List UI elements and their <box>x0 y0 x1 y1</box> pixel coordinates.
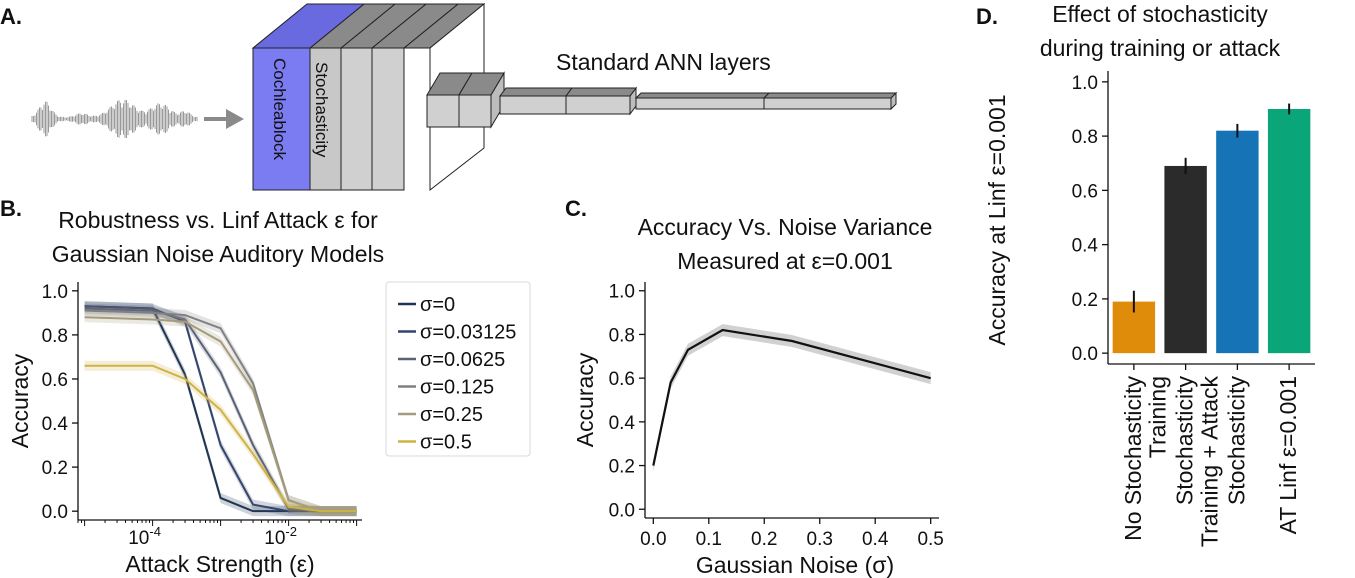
ann-layer-3 <box>499 87 573 115</box>
chart-c-x-tick-label: 0.2 <box>751 529 777 550</box>
panel-d-title-line-2: during training or attack <box>1040 35 1281 61</box>
ann-layers: Standard ANN layers <box>426 49 898 129</box>
chart-c-y-label: Accuracy <box>572 352 598 447</box>
panel-d: D. Effect of stochasticity during traini… <box>976 1 1315 547</box>
ann-layer-2 <box>458 71 505 129</box>
chart-d-bar <box>1216 130 1259 354</box>
chart-c-x-tick-label: 0.0 <box>640 529 666 550</box>
cochleablock-label: Cochleablock <box>270 58 289 161</box>
chart-b-y-tick-label: 0.4 <box>42 414 69 435</box>
chart-b-y-label: Accuracy <box>7 353 33 448</box>
chart-d-y-tick-label: 0.8 <box>1072 127 1098 148</box>
panel-c-letter: C. <box>565 196 587 221</box>
chart-d-y-tick-label: 0.6 <box>1072 181 1098 202</box>
chart-b-x-tick-label: 10-4 <box>128 524 161 549</box>
chart-c-x-tick-label: 0.3 <box>807 529 833 550</box>
chart-d-y-tick-label: 0.0 <box>1072 344 1098 365</box>
chart-d-category-label: Stochasticity <box>1223 376 1249 506</box>
ann-layer-5 <box>634 92 771 110</box>
chart-d-y-tick-label: 0.2 <box>1072 290 1098 311</box>
chart-b-series-line <box>84 364 357 513</box>
panel-c: C. Accuracy Vs. Noise Variance Measured … <box>565 196 944 578</box>
chart-b-legend-label: σ=0.25 <box>420 404 483 426</box>
panel-d-letter: D. <box>976 4 998 29</box>
chart-d-category-label: Training <box>1145 376 1171 458</box>
panel-b: B. Robustness vs. Linf Attack ε for Gaus… <box>0 196 531 577</box>
chart-b-y-tick-label: 1.0 <box>42 282 68 303</box>
chart-b-legend-label: σ=0.125 <box>420 377 494 399</box>
chart-c-x-label: Gaussian Noise (σ) <box>696 552 894 578</box>
chart-d-category-label: Training + Attack <box>1196 376 1222 548</box>
panel-a-letter: A. <box>0 4 22 29</box>
chart-b-y-tick-label: 0.8 <box>42 326 68 347</box>
cochleablock: Cochleablock <box>251 3 366 191</box>
chart-b-legend-frame <box>385 281 531 457</box>
chart-b-x-tick-label: 10-2 <box>264 524 297 549</box>
panel-a: A. Stochasticity Cochleablock <box>0 2 898 192</box>
chart-c-y-tick-label: 0.4 <box>609 413 636 434</box>
chart-d-y-tick-label: 1.0 <box>1072 73 1098 94</box>
chart-b-legend: σ=0 σ=0.03125 σ=0.0625 σ=0.125 σ=0.25 σ=0.5 <box>385 281 531 457</box>
ann-layer-6 <box>762 91 898 111</box>
chart-d-category-label: AT Linf ε=0.001 <box>1275 376 1301 534</box>
chart-b-series-band <box>84 360 357 517</box>
chart-c-y-tick-label: 0.2 <box>609 457 635 478</box>
chart-c-x-tick-label: 0.1 <box>696 529 722 550</box>
chart-c: 0.0 0.2 0.4 0.6 0.8 1.0 0.0 0.1 0.2 0.3 0.4 0.5Gaus… <box>572 282 944 578</box>
chart-b-y-tick-label: 0.2 <box>42 458 68 479</box>
panel-b-letter: B. <box>0 196 22 221</box>
chart-b-legend-label: σ=0.0625 <box>420 349 505 371</box>
panel-b-title-line-1: Robustness vs. Linf Attack ε for <box>58 207 378 233</box>
stochasticity-label: Stochasticity <box>312 62 331 158</box>
chart-c-x-tick-label: 0.5 <box>917 529 943 550</box>
layer-block-4 <box>370 2 486 192</box>
waveform-icon <box>31 99 198 139</box>
panel-b-title-line-2: Gaussian Noise Auditory Models <box>52 241 384 267</box>
ann-layer-4 <box>565 86 637 116</box>
chart-b-y-tick-label: 0.0 <box>42 502 68 523</box>
ann-layer-1 <box>426 72 473 128</box>
chart-b-legend-label: σ=0 <box>420 294 455 316</box>
panel-c-title-line-2: Measured at ε=0.001 <box>677 248 892 274</box>
chart-c-y-tick-label: 0.8 <box>609 325 635 346</box>
chart-c-y-tick-label: 1.0 <box>609 282 635 303</box>
arrow-right-icon <box>204 109 244 129</box>
chart-d-bar <box>1164 165 1207 354</box>
ann-layers-label: Standard ANN layers <box>556 49 771 75</box>
panel-d-title-line-1: Effect of stochasticity <box>1052 1 1268 27</box>
chart-b-y-tick-label: 0.6 <box>42 370 68 391</box>
chart-d-bar <box>1267 108 1311 354</box>
chart-c-x-tick-label: 0.4 <box>862 529 889 550</box>
chart-d-y-tick-label: 0.4 <box>1072 236 1099 257</box>
chart-d-category-label: No Stochasticity <box>1120 376 1146 541</box>
chart-b-legend-label: σ=0.5 <box>420 432 472 454</box>
chart-c-y-tick-label: 0.6 <box>609 369 635 390</box>
chart-b-x-label: Attack Strength (ε) <box>125 551 314 577</box>
chart-c-series-band <box>653 324 931 472</box>
chart-b-series-line <box>84 316 357 513</box>
chart-b-legend-label: σ=0.03125 <box>420 322 516 344</box>
chart-c-series-line <box>652 328 931 466</box>
chart-c-y-tick-label: 0.0 <box>609 500 635 521</box>
panel-c-title-line-1: Accuracy Vs. Noise Variance <box>638 214 933 240</box>
chart-d-category-label: Stochasticity <box>1172 376 1198 506</box>
chart-d-y-label: Accuracy at Linf ε=0.001 <box>984 94 1010 345</box>
